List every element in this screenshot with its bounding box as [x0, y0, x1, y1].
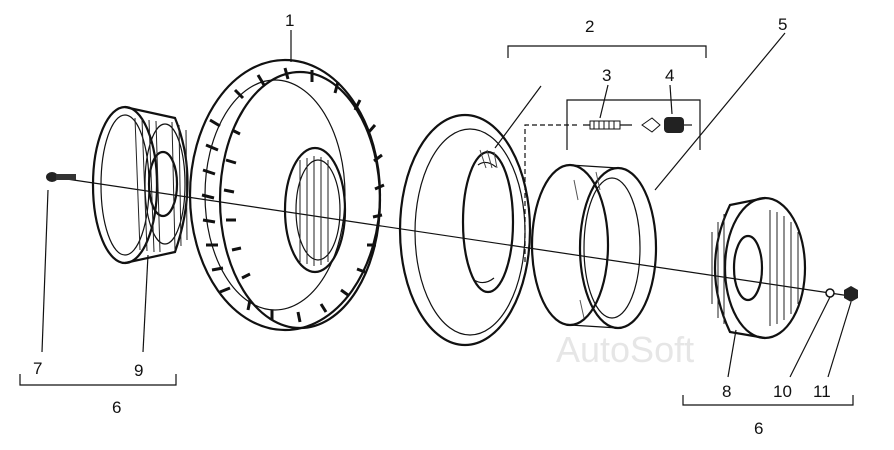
label-2: 2: [585, 17, 594, 36]
label-5: 5: [778, 15, 787, 34]
rim-flap: [530, 163, 658, 330]
right-rim-half: [711, 196, 807, 340]
bracket-2: [507, 45, 707, 58]
leader-lines: [41, 30, 852, 378]
label-6-left: 6: [112, 398, 121, 417]
bracket-6-right: [682, 395, 854, 406]
valve-stem: [583, 120, 632, 130]
label-10: 10: [773, 382, 792, 401]
label-1: 1: [285, 11, 294, 30]
label-8: 8: [722, 382, 731, 401]
label-4: 4: [665, 66, 674, 85]
inner-tube: [398, 113, 580, 347]
label-9: 9: [134, 361, 143, 380]
label-11: 11: [813, 382, 831, 401]
bracket-3-4: [566, 99, 701, 112]
label-7: 7: [33, 359, 42, 378]
left-rim-half: [91, 105, 189, 265]
watermark: AutoSoft: [556, 329, 694, 370]
nut: [844, 286, 858, 302]
tire: [188, 58, 385, 332]
washer: [825, 288, 835, 298]
axis-line: [59, 177, 851, 297]
label-6-right: 6: [754, 419, 763, 438]
label-3: 3: [602, 66, 611, 85]
valve-cap: [641, 117, 692, 133]
bolt: [46, 172, 76, 182]
bracket-6-left: [19, 374, 177, 386]
